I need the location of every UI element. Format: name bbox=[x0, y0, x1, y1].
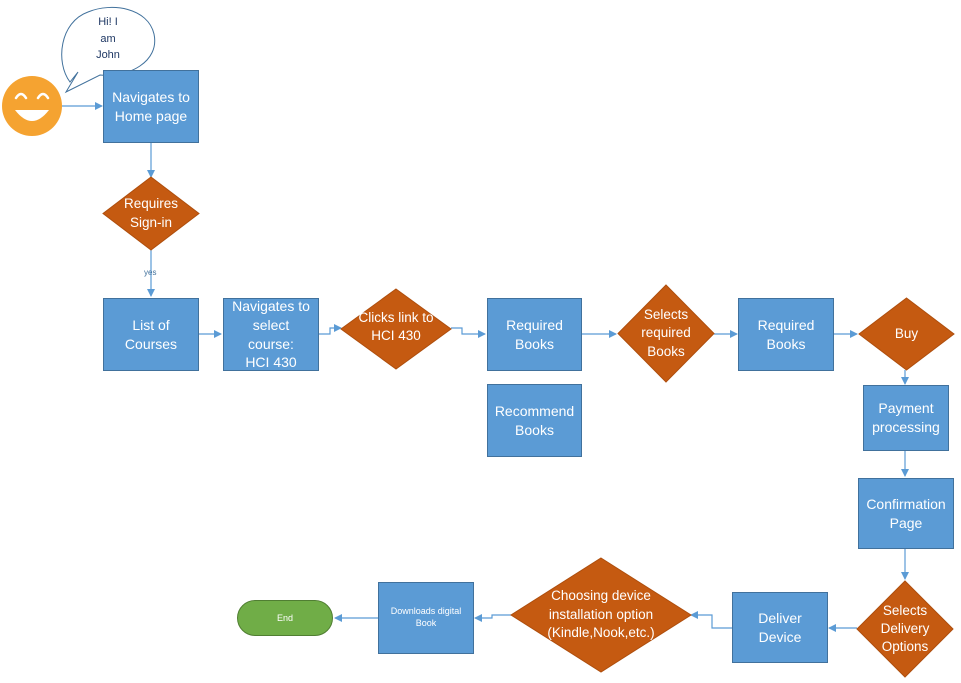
terminal-end: End bbox=[237, 600, 333, 636]
edge-label-yes: yes bbox=[144, 268, 157, 277]
edge-clicks-required bbox=[451, 327, 486, 338]
edge-install-downloads bbox=[474, 614, 511, 622]
edge-deliverdevice-install bbox=[690, 611, 732, 629]
smiley-face-icon bbox=[2, 76, 62, 136]
edge-select-clicks bbox=[319, 324, 342, 335]
decision-buy: Buy bbox=[858, 297, 955, 371]
speech-text: Hi! I am John bbox=[96, 16, 120, 61]
